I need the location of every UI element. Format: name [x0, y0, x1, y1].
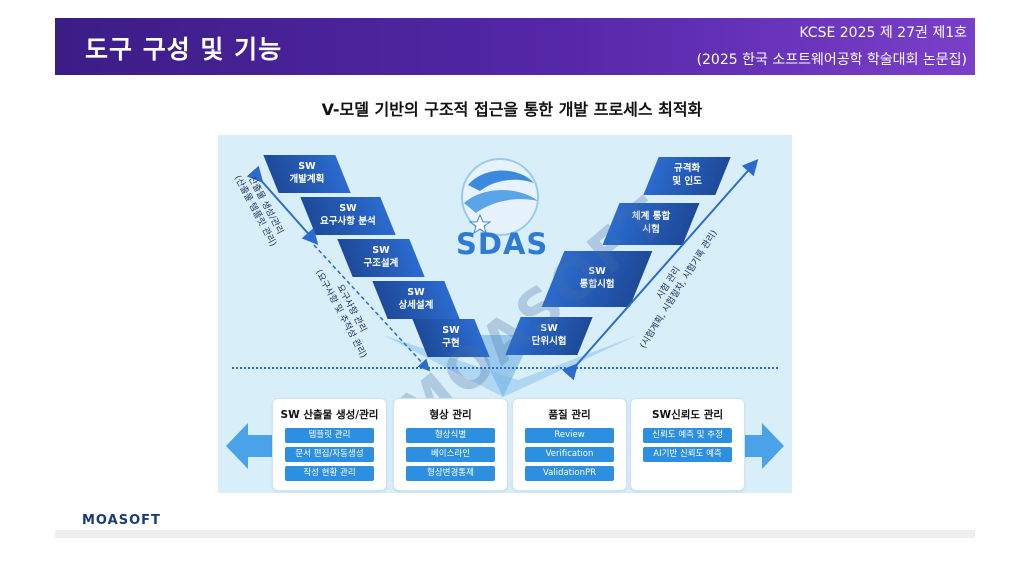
conference-info: (2025 한국 소프트웨어공학 학술대회 논문집) — [696, 52, 967, 68]
card-item: Verification — [525, 447, 614, 462]
diagram-title: V-모델 기반의 구조적 접근을 통한 개발 프로세스 최적화 — [321, 100, 703, 119]
card-item: 문서 편집/자동생성 — [285, 447, 374, 462]
card-title: SW 산출물 생성/관리 — [280, 409, 379, 421]
card-title: SW신뢰도 관리 — [651, 409, 724, 421]
sdas-logo-text: SDAS — [456, 227, 549, 261]
header-banner: 도구 구성 및 기능 KCSE 2025 제 27권 제1호 (2025 한국 … — [55, 18, 975, 75]
process-arrows — [246, 159, 759, 381]
card-artifact-management: SW 산출물 생성/관리 템플릿 관리 문서 편집/자동생성 작성 현황 관리 — [272, 398, 387, 491]
card-item: Review — [525, 428, 614, 443]
card-item: ValidationPR — [525, 466, 614, 481]
card-quality-management: 품질 관리 Review Verification ValidationPR — [512, 398, 627, 491]
footer-bar — [55, 530, 975, 538]
test-arrow — [561, 159, 759, 381]
footer-logo: MOASOFT — [82, 513, 161, 528]
card-reliability-management: SW신뢰도 관리 신뢰도 예측 및 추정 AI기반 신뢰도 예측 — [630, 398, 745, 491]
card-item: 베이스라인 — [406, 447, 495, 462]
right-arrow-icon — [734, 423, 784, 469]
card-item: AI기반 신뢰도 예측 — [643, 447, 732, 462]
dotted-divider — [232, 367, 778, 369]
sdas-logo-icon — [461, 158, 539, 236]
card-item: 템플릿 관리 — [285, 428, 374, 443]
card-item: 작성 현황 관리 — [285, 466, 374, 481]
artifact-arrow — [246, 165, 319, 245]
journal-info: KCSE 2025 제 27권 제1호 — [799, 25, 967, 41]
left-arrow-icon — [226, 423, 276, 469]
card-item: 형상식별 — [406, 428, 495, 443]
card-title: 형상 관리 — [429, 409, 472, 421]
page-title: 도구 구성 및 기능 — [85, 35, 283, 64]
card-item: 신뢰도 예측 및 추정 — [643, 428, 732, 443]
card-title: 품질 관리 — [548, 409, 591, 421]
card-configuration-management: 형상 관리 형상식별 베이스라인 형상변경통제 — [393, 398, 508, 491]
card-item: 형상변경통제 — [406, 466, 495, 481]
